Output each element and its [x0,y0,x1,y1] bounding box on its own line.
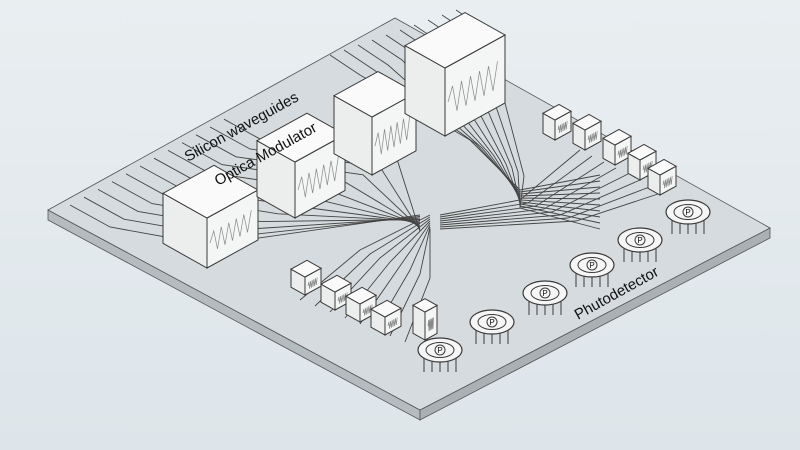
box-texture [617,145,628,159]
box-face-top [411,298,439,313]
detector-symbol: P [489,318,494,327]
detector-symbol-circle [539,287,551,299]
box-texture [362,304,373,316]
waveguide [439,155,593,218]
detector-disc [469,309,515,335]
photodetector-2: P [469,309,515,344]
box-texture [337,292,348,304]
box-texture [374,115,411,155]
waveguide [439,191,665,230]
chip-board [47,17,771,421]
detector-ring [577,257,607,273]
box-face-top [646,158,678,176]
box-face-top [571,113,603,131]
photodetectors: P P P P P P [417,199,711,372]
detector-disc [417,337,463,363]
waveguide [357,44,601,195]
detector-disc [569,252,615,278]
detector-disc [665,199,711,225]
detector-ring [477,314,507,330]
detector-disc [522,280,568,306]
small-cube-left-4 [369,299,403,336]
detector-symbol: P [637,236,642,245]
box-face-top [541,103,573,121]
box-texture [387,317,398,329]
detector-symbol-circle [682,206,694,218]
detector-ring [425,342,455,358]
optical-modulator-2 [255,112,347,219]
waveguide [439,161,605,220]
small-cube-right-1 [541,103,573,141]
photodetector-6: P [665,199,711,234]
box-face-top [403,12,507,69]
box-texture [307,277,318,289]
box-face-top [289,259,323,278]
waveguide [439,185,653,228]
modulator-boxes [161,12,678,341]
detector-symbol: P [437,346,442,355]
box-face-top [601,128,633,146]
detector-disc [617,227,663,253]
detector-ring [530,285,560,301]
optical-modulator-1 [161,164,260,269]
waveguide [371,39,601,197]
detector-symbol-circle [434,344,446,356]
detector-ring [625,232,655,248]
photodetector-1: P [417,337,463,372]
waveguide [439,173,629,224]
photodetector-3: P [522,280,568,315]
box-texture [427,317,434,332]
waveguide [439,149,581,216]
detector-symbol: P [589,261,594,270]
box-face-top [344,286,378,305]
waveguide [439,179,641,226]
box-texture [209,210,252,249]
detector-symbol-circle [486,316,498,328]
box-texture [557,120,568,134]
board-top [47,17,771,411]
box-texture [297,156,339,198]
waveguide [343,49,601,193]
photodetector-4: P [569,252,615,287]
photodetector-5: P [617,227,663,262]
detector-symbol: P [542,289,547,298]
detector-symbol-circle [634,234,646,246]
detector-symbol: P [685,208,690,217]
small-cube-right-5 [646,158,678,196]
box-face-top [369,299,403,318]
optical-modulator-4 [403,12,507,137]
waveguide [69,204,421,246]
detector-ring [673,204,703,220]
box-face-top [319,274,353,293]
waveguide [439,167,617,222]
box-face-top [626,143,658,161]
small-cube-right-3 [601,128,633,166]
box-texture [587,130,598,144]
detector-symbol-circle [586,259,598,271]
box-texture [662,175,673,189]
small-cube-left-1 [289,259,323,296]
small-cube-right-2 [571,113,603,151]
small-cube-left-5 [411,298,439,341]
box-texture [447,61,498,111]
